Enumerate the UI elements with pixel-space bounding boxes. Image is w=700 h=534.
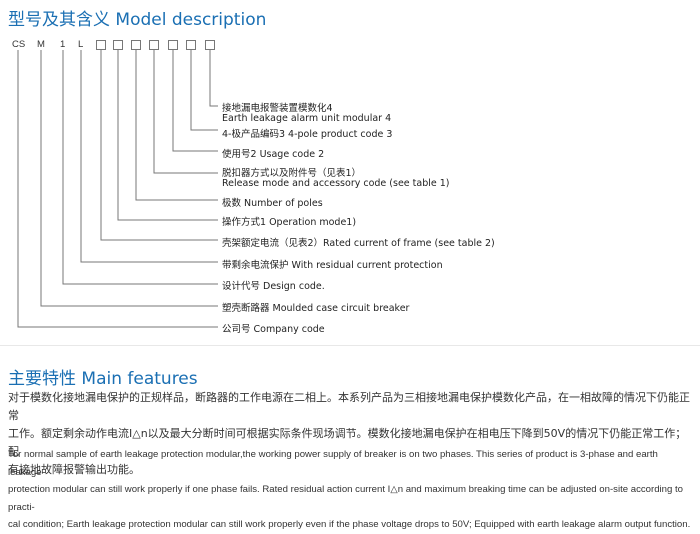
line-4pole bbox=[190, 50, 218, 131]
features-en-line: cal condition; Earth leakage protection … bbox=[8, 519, 691, 530]
line-residual bbox=[80, 50, 218, 263]
line-company bbox=[17, 50, 218, 328]
code-box-release-mode bbox=[149, 40, 159, 50]
line-frame-current bbox=[100, 50, 218, 241]
label-company-code: 公司号 Company code bbox=[222, 324, 325, 335]
features-zh-line: 对于模数化接地漏电保护的正规样品，断路器的工作电源在二相上。本系列产品为三相接地… bbox=[8, 391, 690, 422]
section-divider bbox=[0, 345, 700, 346]
main-features-heading: 主要特性 Main features bbox=[8, 369, 198, 389]
label-operation-mode: 操作方式1 Operation mode1) bbox=[222, 217, 357, 228]
code-box-frame-current bbox=[96, 40, 106, 50]
label-alarm-unit-en: Earth leakage alarm unit modular 4 bbox=[222, 113, 392, 124]
code-box-alarm-unit bbox=[205, 40, 215, 50]
line-release-mode bbox=[153, 50, 218, 174]
label-alarm-unit-zh: 接地漏电报警装置模数化4 bbox=[222, 103, 333, 114]
features-en-line: Tor normal sample of earth leakage prote… bbox=[8, 449, 658, 478]
line-poles bbox=[135, 50, 218, 201]
label-number-of-poles: 极数 Number of poles bbox=[222, 198, 323, 209]
line-design bbox=[62, 50, 218, 285]
code-box-poles bbox=[131, 40, 141, 50]
line-usage bbox=[172, 50, 218, 152]
label-usage-code: 使用号2 Usage code 2 bbox=[222, 149, 325, 160]
line-operation-mode bbox=[117, 50, 218, 221]
line-alarm-unit bbox=[209, 50, 218, 107]
label-release-mode-zh: 脱扣器方式以及附件号（见表1） bbox=[222, 168, 362, 179]
features-paragraph-en: Tor normal sample of earth leakage prote… bbox=[8, 446, 694, 534]
features-zh-line: 有接地故障报警输出功能。 bbox=[8, 463, 140, 476]
features-en-line: protection modular can still work proper… bbox=[8, 484, 684, 513]
code-char-moulded-case: M bbox=[37, 39, 45, 50]
label-4pole-code: 4-极产品编码3 4-pole product code 3 bbox=[222, 129, 393, 140]
label-release-mode-en: Release mode and accessory code (see tab… bbox=[222, 178, 450, 189]
code-box-4pole bbox=[186, 40, 196, 50]
line-moulded-case bbox=[40, 50, 218, 307]
code-char-residual: L bbox=[78, 39, 84, 50]
code-connector-lines bbox=[17, 50, 218, 328]
label-frame-current: 壳架额定电流（见表2）Rated current of frame (see t… bbox=[222, 238, 495, 249]
code-box-operation-mode bbox=[113, 40, 123, 50]
code-char-company: CS bbox=[12, 39, 26, 50]
label-design-code: 设计代号 Design code. bbox=[222, 281, 325, 292]
label-moulded-case: 塑壳断路器 Moulded case circuit breaker bbox=[222, 303, 410, 314]
code-box-usage bbox=[168, 40, 178, 50]
label-residual-current: 带剩余电流保护 With residual current protection bbox=[222, 260, 443, 271]
code-char-design: 1 bbox=[60, 39, 66, 50]
features-zh-line: 工作。额定剩余动作电流I△n以及最大分断时间可根据实际条件现场调节。模数化接地漏… bbox=[8, 427, 687, 458]
features-paragraph-zh: 对于模数化接地漏电保护的正规样品，断路器的工作电源在二相上。本系列产品为三相接地… bbox=[8, 389, 694, 479]
model-description-heading: 型号及其含义 Model description bbox=[8, 10, 267, 30]
